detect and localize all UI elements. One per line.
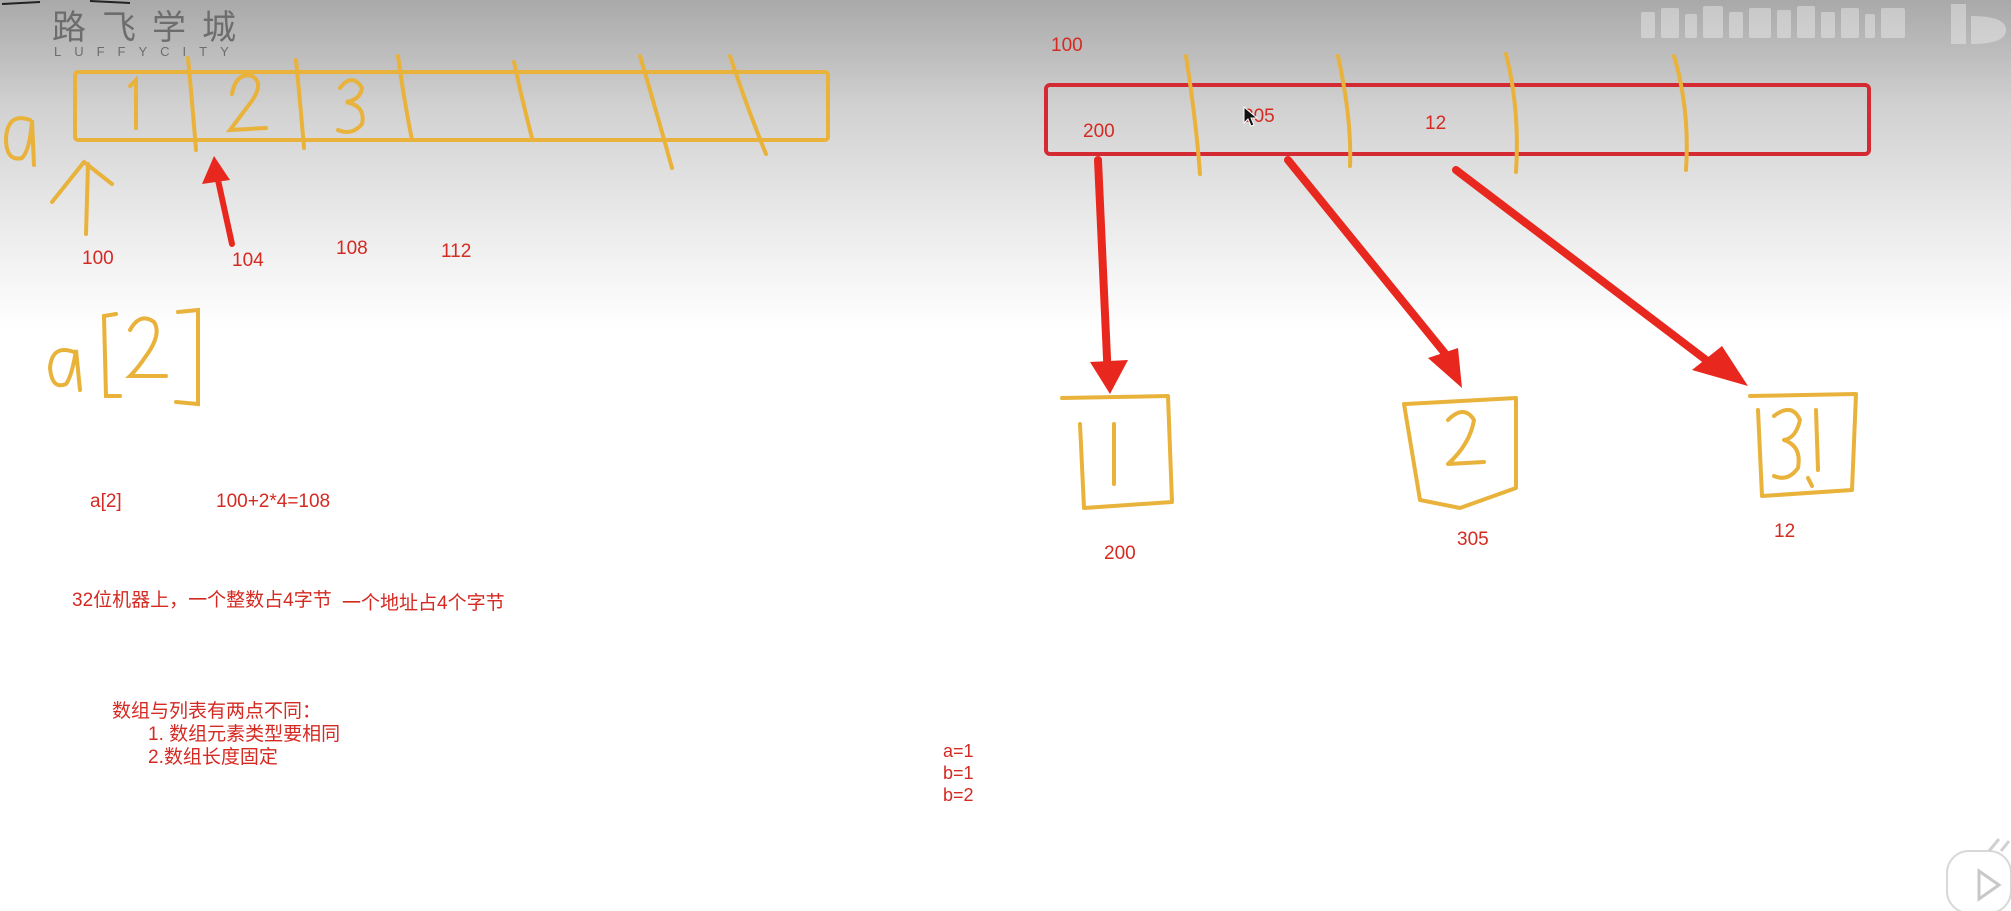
assignment-line: b=1 bbox=[943, 763, 974, 783]
video-watermark bbox=[1641, 4, 2006, 44]
differences-title: 数组与列表有两点不同： bbox=[112, 701, 322, 722]
value-box-1 bbox=[1060, 394, 1174, 510]
address-label-108: 108 bbox=[336, 238, 368, 259]
note-address-size: 一个地址占4个字节 bbox=[342, 593, 505, 614]
index-var-a-glyph bbox=[47, 348, 82, 392]
value-box-address: 12 bbox=[1774, 521, 1796, 542]
list-divider bbox=[1336, 54, 1353, 168]
assignment-line: b=2 bbox=[943, 785, 974, 805]
cell-digit-2 bbox=[225, 73, 268, 133]
list-divider bbox=[1672, 54, 1689, 172]
difference-item: 2.数组长度固定 bbox=[148, 747, 278, 768]
offset-arrow-head bbox=[202, 156, 230, 184]
note-int-size: 32位机器上，一个整数占4字节 bbox=[72, 590, 332, 611]
list-slot-address: 200 bbox=[1083, 121, 1115, 142]
array-divider bbox=[512, 60, 534, 140]
difference-item: 1. 数组元素类型要相同 bbox=[148, 724, 341, 745]
edge-scribble bbox=[1, 0, 131, 5]
pointer-arrow-1-shaft bbox=[1094, 156, 1112, 384]
value-box-2 bbox=[1402, 396, 1518, 510]
bracket-left bbox=[101, 312, 122, 398]
list-diagram bbox=[1044, 52, 1871, 510]
array-box bbox=[73, 70, 830, 142]
bracket-right bbox=[174, 307, 200, 407]
pointer-arrow-3-head bbox=[1692, 346, 1748, 386]
list-base-address: 100 bbox=[1051, 35, 1083, 56]
list-divider bbox=[1184, 54, 1202, 176]
address-label-104: 104 bbox=[232, 250, 264, 271]
differences-note: 数组与列表有两点不同： 1. 数组元素类型要相同 2.数组长度固定 bbox=[112, 700, 340, 769]
array-var-a-glyph bbox=[3, 116, 36, 167]
offset-arrow-shaft bbox=[215, 177, 235, 247]
value-digit-3-mark bbox=[1806, 408, 1820, 488]
value-box-address: 305 bbox=[1457, 529, 1489, 550]
address-formula: 100+2*4=108 bbox=[216, 491, 331, 512]
list-address-box bbox=[1044, 83, 1871, 156]
value-digit-3 bbox=[1772, 408, 1802, 480]
assignment-block: a=1 b=1 b=2 bbox=[943, 740, 974, 806]
value-box-address: 200 bbox=[1104, 543, 1136, 564]
play-icon[interactable] bbox=[1941, 831, 2011, 911]
base-pointer-arrow bbox=[50, 160, 114, 236]
cell-digit-1 bbox=[128, 75, 138, 130]
list-slot-address: 12 bbox=[1425, 113, 1447, 134]
pointer-arrow-2-shaft bbox=[1284, 156, 1456, 366]
address-label-112: 112 bbox=[441, 241, 472, 262]
assignment-line: a=1 bbox=[943, 741, 974, 761]
array-divider bbox=[728, 54, 768, 156]
pointer-arrow-2-head bbox=[1428, 348, 1462, 388]
array-divider bbox=[294, 58, 306, 150]
logo-subtext: LUFFYCITY bbox=[54, 44, 242, 59]
list-divider bbox=[1504, 52, 1519, 174]
array-diagram bbox=[3, 54, 830, 407]
logo-text: 路飞学城 bbox=[52, 8, 252, 48]
address-label-100: 100 bbox=[82, 248, 114, 269]
array-divider bbox=[638, 54, 674, 170]
array-divider bbox=[396, 54, 414, 142]
cell-digit-3 bbox=[336, 78, 365, 134]
value-digit-2 bbox=[1446, 410, 1486, 466]
mouse-cursor-icon bbox=[1243, 106, 1259, 127]
access-expression: a[2] bbox=[90, 491, 122, 512]
value-box-3 bbox=[1748, 392, 1858, 498]
pointer-arrow-1-head bbox=[1090, 360, 1128, 394]
array-divider bbox=[186, 56, 198, 152]
pointer-arrow-3-shaft bbox=[1452, 166, 1718, 370]
index-digit-2 bbox=[125, 316, 168, 378]
